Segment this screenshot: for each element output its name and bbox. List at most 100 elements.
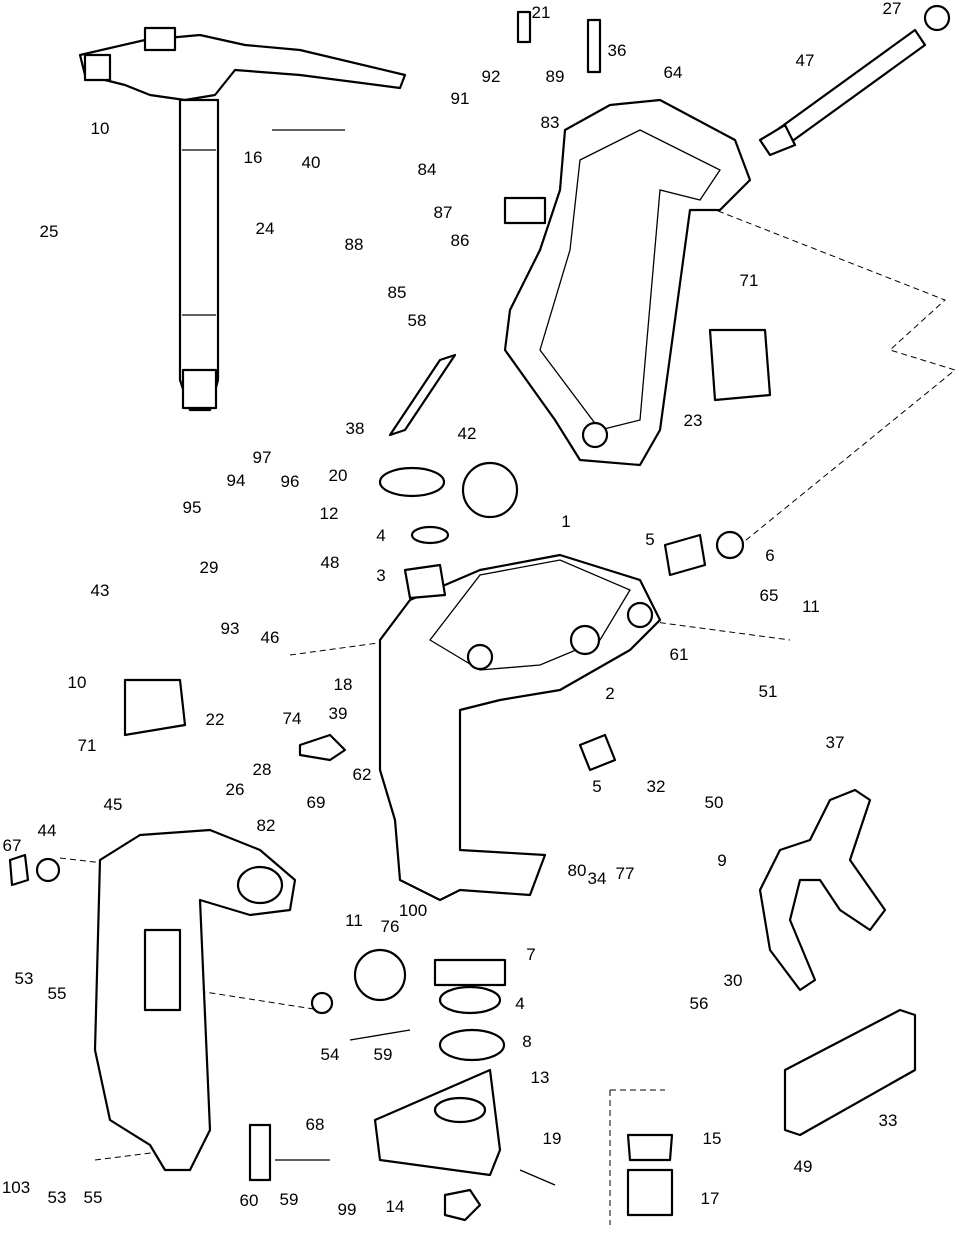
callout-17: 17 [701, 1189, 720, 1208]
callout-39: 39 [329, 704, 348, 723]
swivel-bracket-upper [503, 98, 752, 467]
callout-12: 12 [320, 504, 339, 523]
callout-4: 4 [515, 994, 524, 1013]
callout-83: 83 [541, 113, 560, 132]
callout-25: 25 [40, 222, 59, 241]
callout-82: 82 [257, 816, 276, 835]
steering-arm [78, 26, 407, 412]
callout-34: 34 [588, 869, 607, 888]
callout-5: 5 [645, 530, 654, 549]
callout-69: 69 [307, 793, 326, 812]
callout-40: 40 [302, 153, 321, 172]
callout-38: 38 [346, 419, 365, 438]
callout-96: 96 [281, 472, 300, 491]
callout-95: 95 [183, 498, 202, 517]
callout-68: 68 [306, 1115, 325, 1134]
callout-36: 36 [608, 41, 627, 60]
callout-18: 18 [334, 675, 353, 694]
callout-11: 11 [802, 597, 820, 616]
callout-1: 1 [561, 512, 570, 531]
callout-14: 14 [386, 1197, 405, 1216]
callout-67: 67 [3, 836, 22, 855]
callout-2: 2 [605, 684, 614, 703]
callout-55: 55 [48, 984, 67, 1003]
callout-85: 85 [388, 283, 407, 302]
callout-24: 24 [256, 219, 275, 238]
callout-28: 28 [253, 760, 272, 779]
callout-10: 10 [68, 673, 87, 692]
stern-bracket-45 [93, 828, 297, 1172]
callout-59: 59 [374, 1045, 393, 1064]
tube-47 [758, 4, 951, 157]
callout-7: 7 [526, 945, 535, 964]
callout-86: 86 [451, 231, 470, 250]
callout-22: 22 [206, 710, 225, 729]
callout-59: 59 [280, 1190, 299, 1209]
callout-89: 89 [546, 67, 565, 86]
callout-100: 100 [399, 901, 427, 920]
callout-11: 11 [345, 911, 363, 930]
callout-64: 64 [664, 63, 683, 82]
callout-71: 71 [740, 271, 759, 290]
callout-58: 58 [408, 311, 427, 330]
callout-87: 87 [434, 203, 453, 222]
callout-60: 60 [240, 1191, 259, 1210]
misc-parts [8, 10, 917, 1222]
callout-44: 44 [38, 821, 57, 840]
callout-4: 4 [376, 526, 385, 545]
callout-20: 20 [329, 466, 348, 485]
callout-27: 27 [883, 0, 902, 18]
callout-29: 29 [200, 558, 219, 577]
callout-61: 61 [670, 645, 689, 664]
callout-30: 30 [724, 971, 743, 990]
callout-43: 43 [91, 581, 110, 600]
callout-46: 46 [261, 628, 280, 647]
callout-99: 99 [338, 1200, 357, 1219]
callout-23: 23 [684, 411, 703, 430]
callout-33: 33 [879, 1111, 898, 1130]
callout-94: 94 [227, 471, 246, 490]
callout-97: 97 [253, 448, 272, 467]
swivel-bracket [378, 553, 662, 902]
callout-71: 71 [78, 736, 97, 755]
callout-32: 32 [647, 777, 666, 796]
callout-37: 37 [826, 733, 845, 752]
callout-76: 76 [381, 917, 400, 936]
callout-50: 50 [705, 793, 724, 812]
callout-93: 93 [221, 619, 240, 638]
callout-77: 77 [616, 864, 635, 883]
callout-15: 15 [703, 1129, 722, 1148]
callout-47: 47 [796, 51, 815, 70]
callout-74: 74 [283, 709, 302, 728]
callout-19: 19 [543, 1129, 562, 1148]
callout-54: 54 [321, 1045, 340, 1064]
callout-56: 56 [690, 994, 709, 1013]
callout-103: 103 [2, 1178, 30, 1197]
callout-48: 48 [321, 553, 340, 572]
callout-62: 62 [353, 765, 372, 784]
callout-55: 55 [84, 1188, 103, 1207]
callout-65: 65 [760, 586, 779, 605]
callout-91: 91 [451, 89, 470, 108]
callout-84: 84 [418, 160, 437, 179]
callout-21: 21 [532, 3, 551, 22]
callout-3: 3 [376, 566, 385, 585]
stern-bracket-37 [758, 788, 887, 992]
callout-6: 6 [765, 546, 774, 565]
callout-8: 8 [522, 1032, 531, 1051]
callout-10: 10 [91, 119, 110, 138]
callout-88: 88 [345, 235, 364, 254]
callout-16: 16 [244, 148, 263, 167]
callout-53: 53 [15, 969, 34, 988]
callout-49: 49 [794, 1157, 813, 1176]
callout-42: 42 [458, 424, 477, 443]
callout-92: 92 [482, 67, 501, 86]
callout-51: 51 [759, 682, 778, 701]
callout-53: 53 [48, 1188, 67, 1207]
callout-45: 45 [104, 795, 123, 814]
callout-9: 9 [717, 851, 726, 870]
callout-5: 5 [592, 777, 601, 796]
callout-13: 13 [531, 1068, 550, 1087]
callout-80: 80 [568, 861, 587, 880]
